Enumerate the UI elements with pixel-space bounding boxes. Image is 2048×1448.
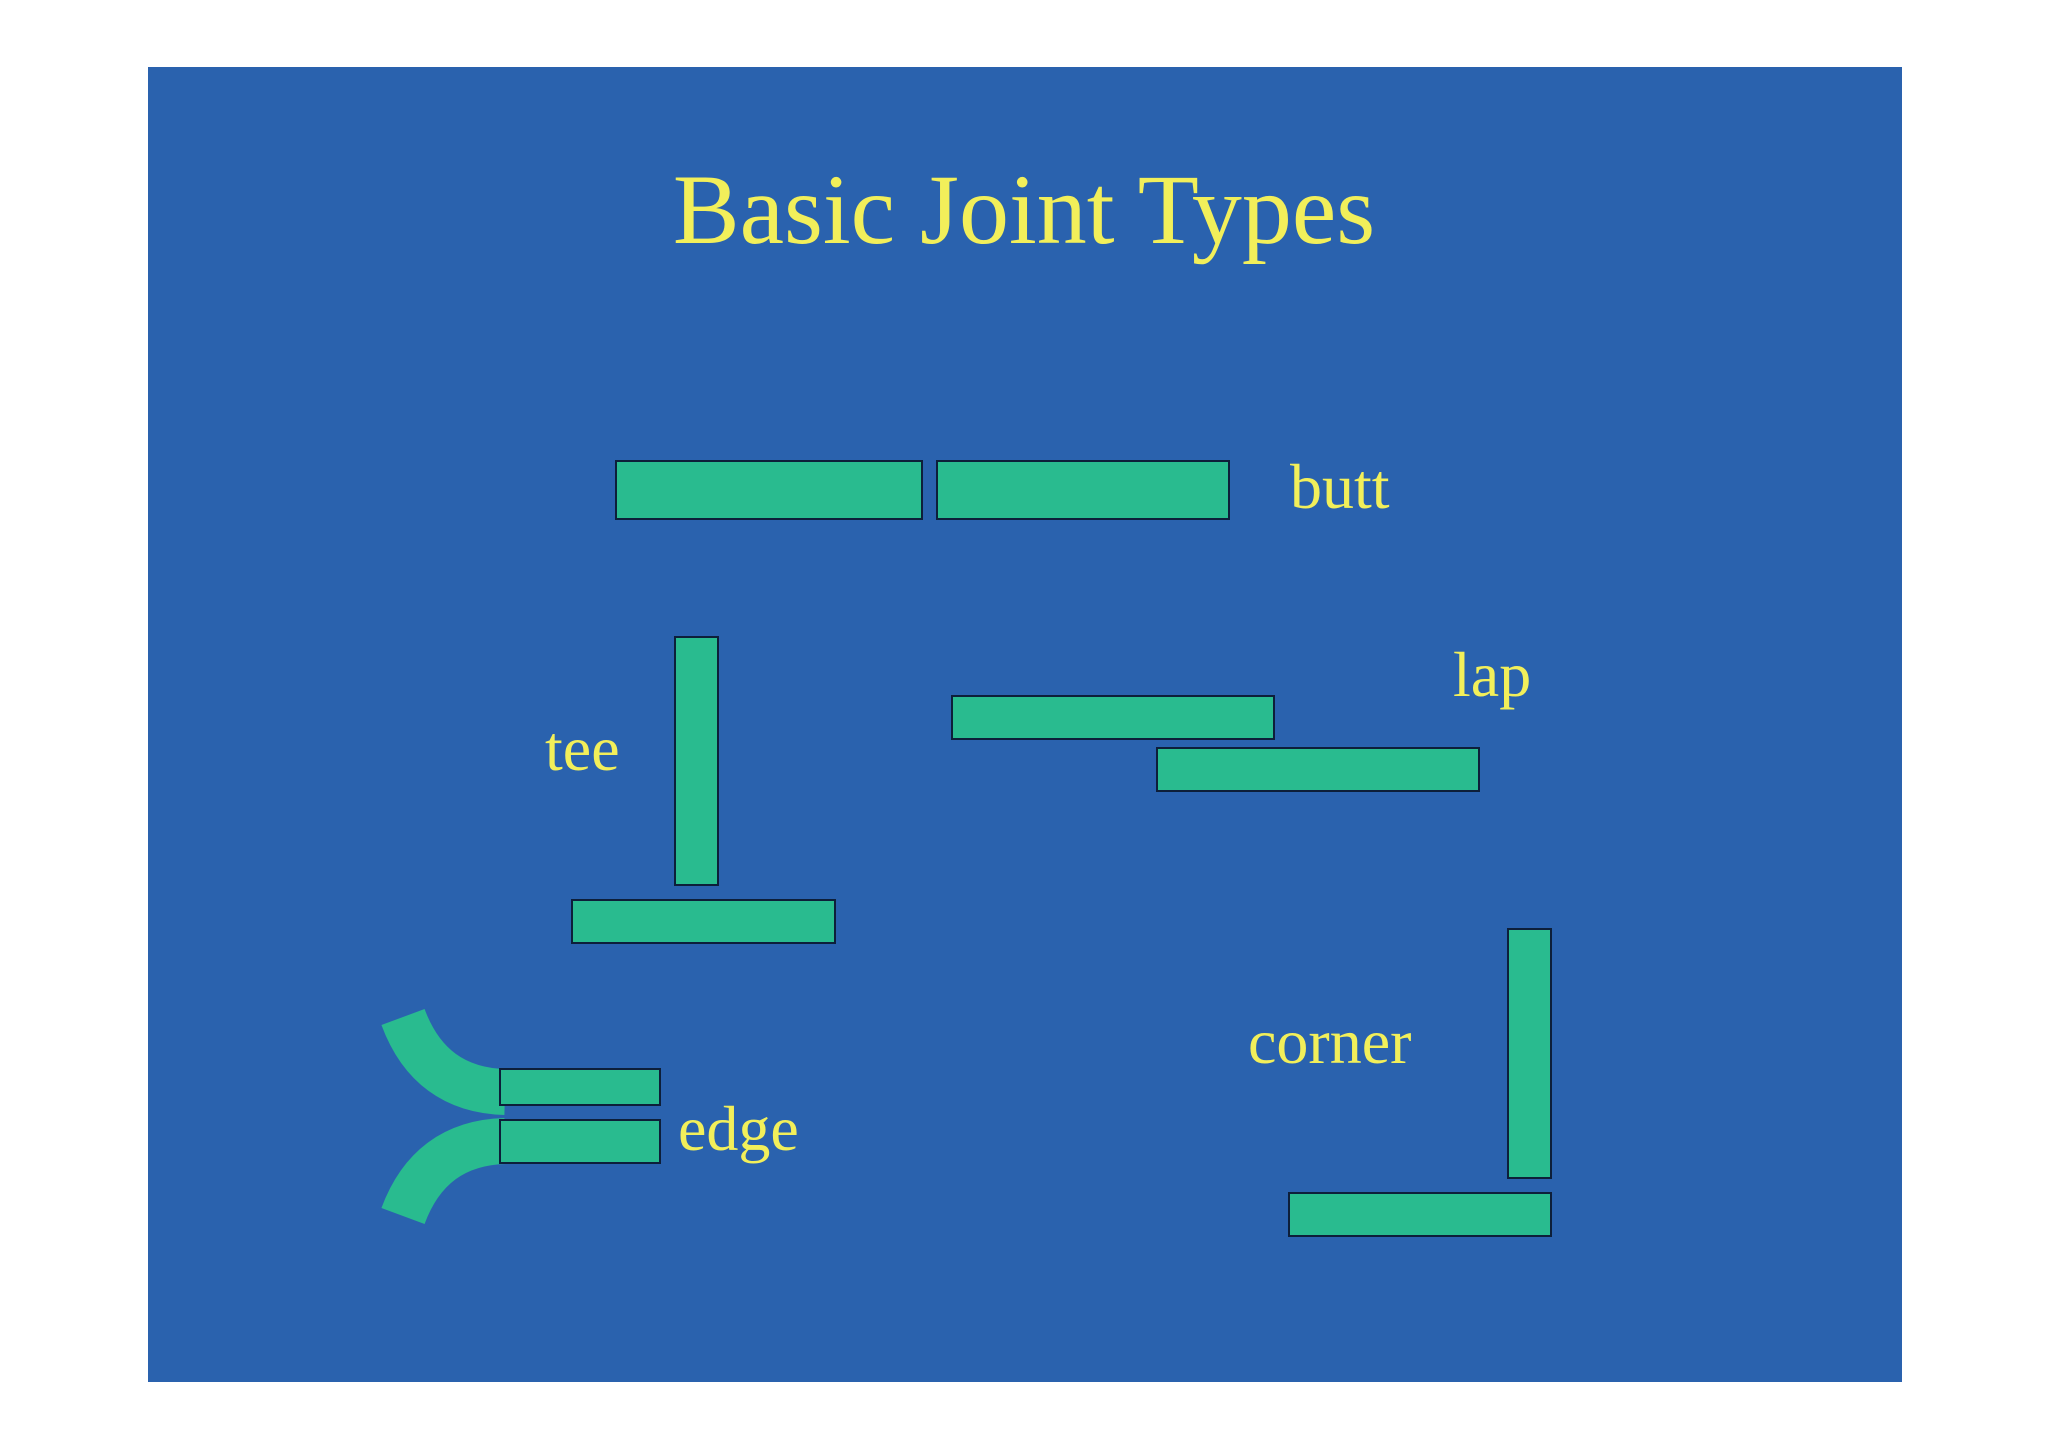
butt-plate-left [615,460,923,520]
butt-plate-right [936,460,1230,520]
lap-label: lap [1453,639,1531,710]
tee-plate-vertical [674,636,719,886]
edge-label: edge [678,1093,799,1164]
lap-plate-lower [1156,747,1480,792]
edge-plate-lower [499,1119,661,1164]
corner-joint: corner [1248,928,1552,1237]
butt-joint: butt [615,451,1390,522]
tee-plate-horizontal [571,899,836,944]
edge-plate-upper [499,1068,661,1106]
tee-label: tee [545,713,620,784]
tee-joint: tee [545,636,836,944]
lap-joint: lap [951,639,1531,792]
corner-plate-vertical [1507,928,1552,1179]
lap-plate-upper [951,695,1275,740]
slide-title: Basic Joint Types [673,154,1375,265]
corner-label: corner [1248,1006,1411,1077]
edge-curve-upper [381,1008,507,1115]
butt-label: butt [1290,451,1390,522]
edge-joint: edge [381,1008,799,1225]
corner-plate-horizontal [1288,1192,1552,1237]
edge-curve-lower [381,1118,507,1225]
